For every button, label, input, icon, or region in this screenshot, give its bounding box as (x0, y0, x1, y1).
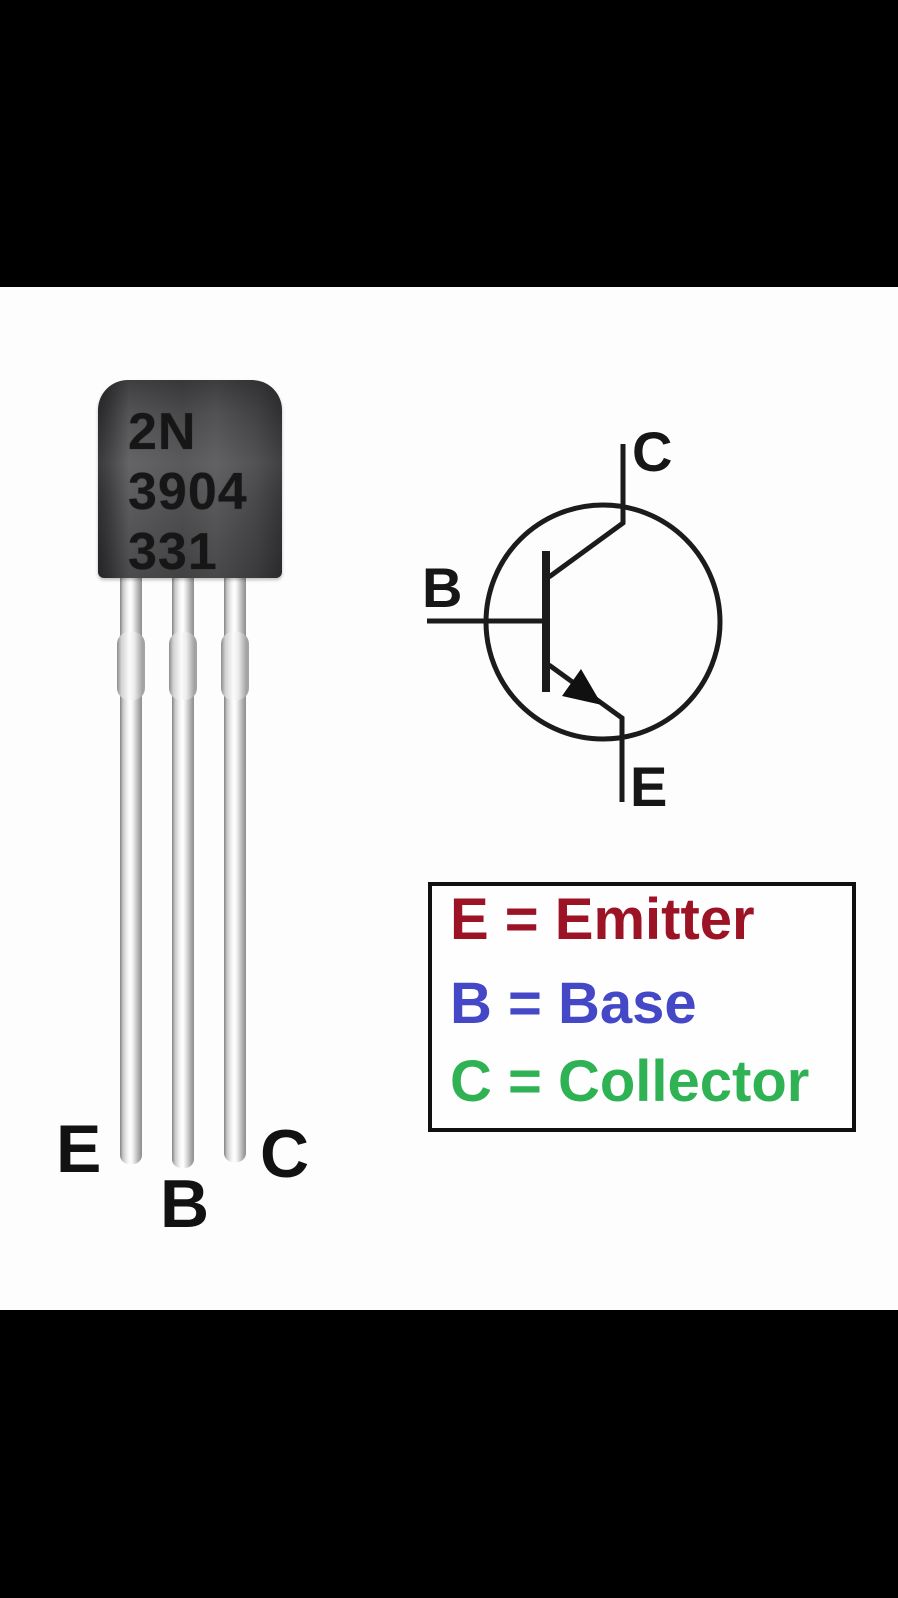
symbol-label-collector: C (632, 420, 673, 483)
symbol-label-emitter: E (630, 755, 668, 818)
pin-label-base: B (160, 1166, 210, 1242)
transistor-leg-base (169, 576, 197, 1168)
pin-label-emitter: E (56, 1111, 102, 1187)
legend-box (428, 882, 856, 1132)
part-marking-line: 2N (128, 403, 197, 461)
symbol-emitter-arrow-icon (562, 669, 602, 705)
symbol-collector-lead (547, 444, 626, 580)
transistor-leg-collector (221, 576, 249, 1162)
transistor-body: 2N 3904 331 (98, 380, 282, 581)
symbol-label-base: B (422, 556, 463, 619)
legend-item-emitter: E = Emitter (450, 887, 755, 952)
transistor-leg-emitter (117, 576, 145, 1164)
part-marking-line: 3904 (128, 463, 248, 521)
leg-crimp (221, 632, 249, 700)
legend-item-base: B = Base (450, 971, 697, 1036)
letterbox-top (0, 0, 898, 287)
pin-label-collector: C (260, 1116, 310, 1192)
leg-crimp (117, 632, 145, 700)
leg-crimp (169, 632, 197, 700)
letterbox-bottom (0, 1310, 898, 1598)
part-marking: 2N 3904 331 (128, 402, 248, 582)
legend-item-collector: C = Collector (450, 1049, 810, 1114)
part-marking-line: 331 (128, 523, 218, 581)
